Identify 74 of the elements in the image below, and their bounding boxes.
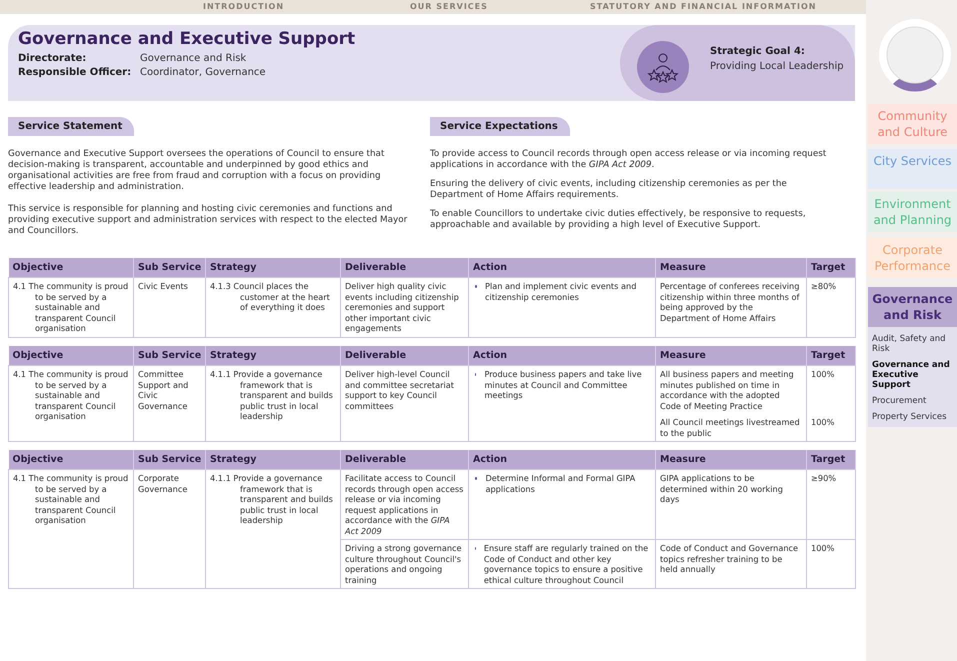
table-cell-text: Ensure staff are regularly trained on the Code of Conduct and other key governance topics to ensure a positive ethical culture throughout Council <box>484 543 650 585</box>
column-header: Action <box>468 258 656 278</box>
table-cell-text: Plan and implement civic events and citizenship ceremonies <box>485 281 638 302</box>
table-cell-text: Produce business papers and take live minutes at Council and Committee meetings <box>484 369 643 400</box>
column-header: Target <box>806 450 856 470</box>
field-value: Coordinator, Governance <box>140 67 266 78</box>
nav-tab: Environment and Planning <box>868 192 957 232</box>
field-label: Responsible Officer: <box>18 67 132 78</box>
table-cell-text: 4.1 The community is proud to be served by a sustainable and transparent Council organisation <box>13 369 129 422</box>
column-header: Target <box>806 258 856 278</box>
column-header: Strategy <box>206 258 340 278</box>
page-title: Governance and Executive Support <box>18 29 356 49</box>
nav-tab: Corporate Performance <box>868 238 957 278</box>
goal-heading: Strategic Goal 4: <box>710 46 805 57</box>
nav-link: INTRODUCTION <box>203 2 284 11</box>
table-cell-text: GIPA applications to be determined within 20 working days <box>660 473 784 504</box>
column-header: Deliverable <box>340 346 468 366</box>
paragraph: Governance and Executive Support oversees the operations of Council to ensure that decision-making is transparent, accountable and underpinned by good ethics and organisational activities are free from fraud and corruption with a focus on providing effective leadership and administration. <box>8 149 386 193</box>
nav-tab: City Services <box>868 149 957 189</box>
table-cell-text: Civic Events <box>138 281 189 292</box>
table-cell-text: Code of Conduct and Governance topics refresher training to be held annually <box>660 543 800 574</box>
table-cell-text: ≥80% <box>811 281 838 292</box>
nav-tab: Governance and Risk <box>868 287 957 327</box>
nav-link: OUR SERVICES <box>410 2 488 11</box>
table-cell-text: 100% <box>811 417 836 428</box>
paragraph: This service is responsible for planning and hosting civic ceremonies and functions and providing executive support and administration services with respect to the elected Mayor and Councillors. <box>8 204 408 237</box>
table-cell-text: Committee Support and Civic Governance <box>138 369 190 411</box>
table-cell-text: Driving a strong governance culture throughout Council's operations and ongoing training <box>345 543 463 585</box>
table-cell-text: All Council meetings livestreamed to the public <box>660 417 801 438</box>
table-cell-text: Deliver high-level Council and committee secretariat support to key Council committees <box>345 369 455 411</box>
submenu-item: Property Services <box>872 412 948 422</box>
column-header: Deliverable <box>340 450 468 470</box>
table-cell-text: Corporate Governance <box>138 473 188 494</box>
table-cell-text: 4.1 The community is proud to be served by a sustainable and transparent Council organisation <box>13 473 129 526</box>
table-cell-text: 100% <box>811 369 836 380</box>
column-header: Deliverable <box>340 258 468 278</box>
column-header: Objective <box>8 258 134 278</box>
paragraph: To enable Councillors to undertake civic duties effectively, be responsive to requests, approachable and available by providing a high level of Executive Support. <box>430 209 807 231</box>
table-cell-text: 4.1.3 Council places the customer at the heart of everything it does <box>210 281 331 312</box>
nav-link: STATUTORY AND FINANCIAL INFORMATION <box>590 2 816 11</box>
section-tab: Service Statement <box>8 117 134 136</box>
nav-tab: Community and Culture <box>868 104 957 144</box>
table-cell-text: Percentage of conferees receiving citizenship within three months of being approved by the Department of Home Affairs <box>660 281 800 323</box>
column-header: Measure <box>656 346 806 366</box>
table-cell-text: 4.1.1 Provide a governance framework that is transparent and builds public trust in local leadership <box>210 473 334 526</box>
column-header: Strategy <box>206 346 340 366</box>
column-header: Action <box>468 450 656 470</box>
table-cell-text: 4.1 The community is proud to be served by a sustainable and transparent Council organisation <box>13 281 129 334</box>
section-tab: Service Expectations <box>430 117 570 136</box>
column-header: Action <box>468 346 656 366</box>
column-header: Objective <box>8 346 134 366</box>
column-header: Target <box>806 346 856 366</box>
table-cell-text: 100% <box>811 543 836 554</box>
column-header: Measure <box>656 450 806 470</box>
column-header: Sub Service <box>134 450 206 470</box>
submenu-item: Audit, Safety and Risk <box>872 334 947 354</box>
submenu-item: Governance and Executive Support <box>872 360 951 390</box>
paragraph: To provide access to Council records through open access release or via incoming request applications in accordance with the GIPA Act 2009. <box>430 149 828 171</box>
submenu-item: Procurement <box>872 396 928 406</box>
table-cell-text: Facilitate access to Council records through open access release or via incoming request applications in accordance with the GIPA Act 2009 <box>345 473 464 536</box>
table-cell-text: Deliver high quality civic events including citizenship ceremonies and support other important civic engagements <box>345 281 460 334</box>
table-cell-text: ≥90% <box>811 473 838 484</box>
table-cell-text: Determine Informal and Formal GIPA applications <box>485 473 636 494</box>
column-header: Measure <box>656 258 806 278</box>
column-header: Sub Service <box>134 258 206 278</box>
column-header: Objective <box>8 450 134 470</box>
field-label: Directorate: <box>18 53 86 64</box>
column-header: Strategy <box>206 450 340 470</box>
field-value: Governance and Risk <box>140 53 246 64</box>
column-header: Sub Service <box>134 346 206 366</box>
goal-text: Providing Local Leadership <box>710 61 844 72</box>
paragraph: Ensuring the delivery of civic events, including citizenship ceremonies as per the Department of Home Affairs requirements. <box>430 179 788 201</box>
table-cell-text: All business papers and meeting minutes published on time in accordance with the adopted Code of Meeting Practice <box>660 369 795 411</box>
table-cell-text: 4.1.1 Provide a governance framework that is transparent and builds public trust in local leadership <box>210 369 334 422</box>
